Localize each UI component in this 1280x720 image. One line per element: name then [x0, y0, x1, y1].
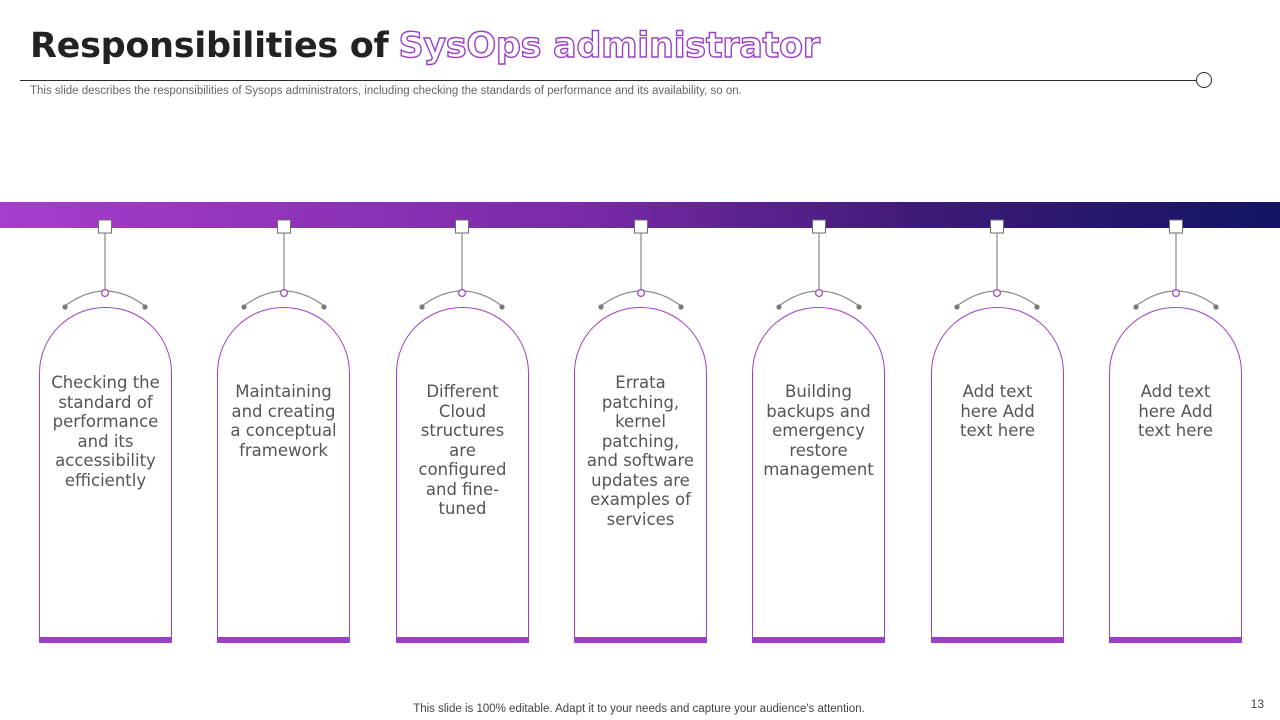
card-text: Errata patching, kernel patching, and so…: [586, 373, 695, 529]
responsibility-card-3: Different Cloud structures are configure…: [396, 307, 529, 643]
card-base: [752, 637, 885, 643]
connector-square: [277, 219, 291, 234]
card-base: [931, 637, 1064, 643]
connector-dot: [856, 304, 862, 310]
connector-node: [458, 289, 467, 298]
connector-node: [992, 289, 1001, 298]
connector-node: [100, 289, 109, 298]
card-base: [1109, 637, 1242, 643]
card-text: Different Cloud structures are configure…: [418, 382, 507, 518]
connector-dot: [954, 304, 960, 310]
card-text: Building backups and emergency restore m…: [763, 382, 874, 479]
connector-dot: [142, 304, 148, 310]
connector-node: [1171, 289, 1180, 298]
card-text: Maintaining and creating a conceptual fr…: [230, 382, 337, 460]
card-base: [396, 637, 529, 643]
responsibility-card-1: Checking the standard of performance and…: [39, 307, 172, 643]
divider-end-circle: [1196, 72, 1212, 88]
connector-node: [280, 289, 289, 298]
footer-note: This slide is 100% editable. Adapt it to…: [413, 703, 865, 715]
responsibility-card-7: Add text here Add text here: [1109, 307, 1242, 643]
responsibility-card-6: Add text here Add text here: [931, 307, 1064, 643]
connector-dot: [62, 304, 68, 310]
connector-dot: [241, 304, 247, 310]
connector-node: [636, 289, 645, 298]
connector-square: [98, 219, 112, 234]
slide-subtitle: This slide describes the responsibilitie…: [30, 85, 742, 97]
connector-node: [814, 289, 823, 298]
card-base: [574, 637, 707, 643]
connector-dot: [678, 304, 684, 310]
card-text: Checking the standard of performance and…: [51, 373, 160, 490]
card-text: Add text here Add text here: [1138, 382, 1213, 440]
connector-square: [455, 219, 469, 234]
connector-square: [990, 219, 1004, 234]
connector-dot: [1034, 304, 1040, 310]
connector-dot: [419, 304, 425, 310]
connector-dot: [1213, 304, 1219, 310]
connector-square: [1169, 219, 1183, 234]
card-base: [39, 637, 172, 643]
connector-dot: [598, 304, 604, 310]
responsibility-card-4: Errata patching, kernel patching, and so…: [574, 307, 707, 643]
responsibility-card-2: Maintaining and creating a conceptual fr…: [217, 307, 350, 643]
connector-dot: [776, 304, 782, 310]
connector-dot: [321, 304, 327, 310]
title-main: Responsibilities of: [30, 26, 389, 66]
title-highlight: SysOps administrator: [398, 25, 821, 66]
card-text: Add text here Add text here: [960, 382, 1035, 440]
page-number: 13: [1250, 697, 1264, 711]
responsibility-card-5: Building backups and emergency restore m…: [752, 307, 885, 643]
title-divider: [20, 80, 1197, 81]
connector-square: [812, 219, 826, 234]
connector-dot: [499, 304, 505, 310]
connector-square: [634, 219, 648, 234]
card-base: [217, 637, 350, 643]
connector-dot: [1133, 304, 1139, 310]
